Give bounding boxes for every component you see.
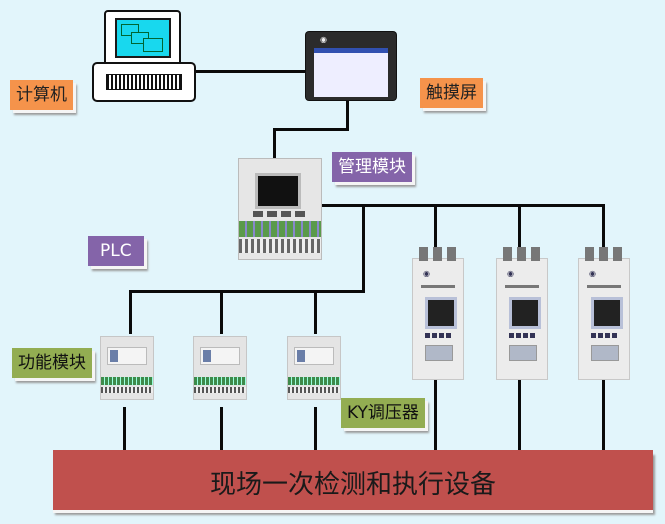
touchscreen-label: 触摸屏 (420, 78, 483, 108)
ky-regulator-label: KY调压器 (341, 398, 425, 428)
wire-ky-bus (321, 204, 605, 207)
brand-logo-icon: ◉ (423, 269, 430, 278)
management-module-device (238, 158, 322, 260)
management-module-label: 管理模块 (332, 152, 412, 182)
brand-logo-icon: ◉ (589, 269, 596, 278)
wire-fmod-drop-1 (129, 290, 132, 334)
ky-regulator-2: ◉ (496, 247, 548, 380)
ky-regulator-1: ◉ (412, 247, 464, 380)
computer-label: 计算机 (10, 80, 73, 110)
computer-keyboard-icon (92, 62, 196, 102)
ky-regulator-3: ◉ (578, 247, 630, 380)
touchscreen-display (314, 48, 388, 97)
wire-to-management (273, 128, 276, 160)
touchscreen-device: ◉ (306, 32, 396, 100)
function-module-3 (287, 336, 341, 400)
wire-mgmt-down (362, 204, 365, 292)
plc-label: PLC (88, 236, 144, 266)
wire-ky-drop-2 (518, 204, 521, 250)
wire-ky-drop-1 (434, 204, 437, 250)
wire-fmod3-field (314, 407, 317, 451)
function-module-1 (100, 336, 154, 400)
wire-ky2-field (518, 372, 521, 451)
wire-ky-drop-3 (602, 204, 605, 250)
brand-logo-icon: ◉ (320, 35, 327, 44)
function-module-2 (193, 336, 247, 400)
function-module-label: 功能模块 (12, 348, 92, 378)
wire-fmod-drop-3 (314, 290, 317, 334)
field-equipment-label: 现场一次检测和执行设备 (209, 470, 496, 500)
computer-monitor-icon (104, 10, 181, 66)
wire-computer-touchscreen (192, 70, 306, 73)
wire-touchscreen-horizontal (273, 128, 349, 131)
wire-touchscreen-down (346, 100, 349, 130)
wire-ky1-field (434, 372, 437, 451)
wire-fmod2-field (220, 407, 223, 451)
brand-logo-icon: ◉ (507, 269, 514, 278)
wire-fmod1-field (123, 407, 126, 451)
wire-ky3-field (602, 372, 605, 451)
field-equipment-bar: 现场一次检测和执行设备 (53, 450, 653, 510)
wire-fmod-drop-2 (220, 290, 223, 334)
wire-function-bus (129, 290, 365, 293)
